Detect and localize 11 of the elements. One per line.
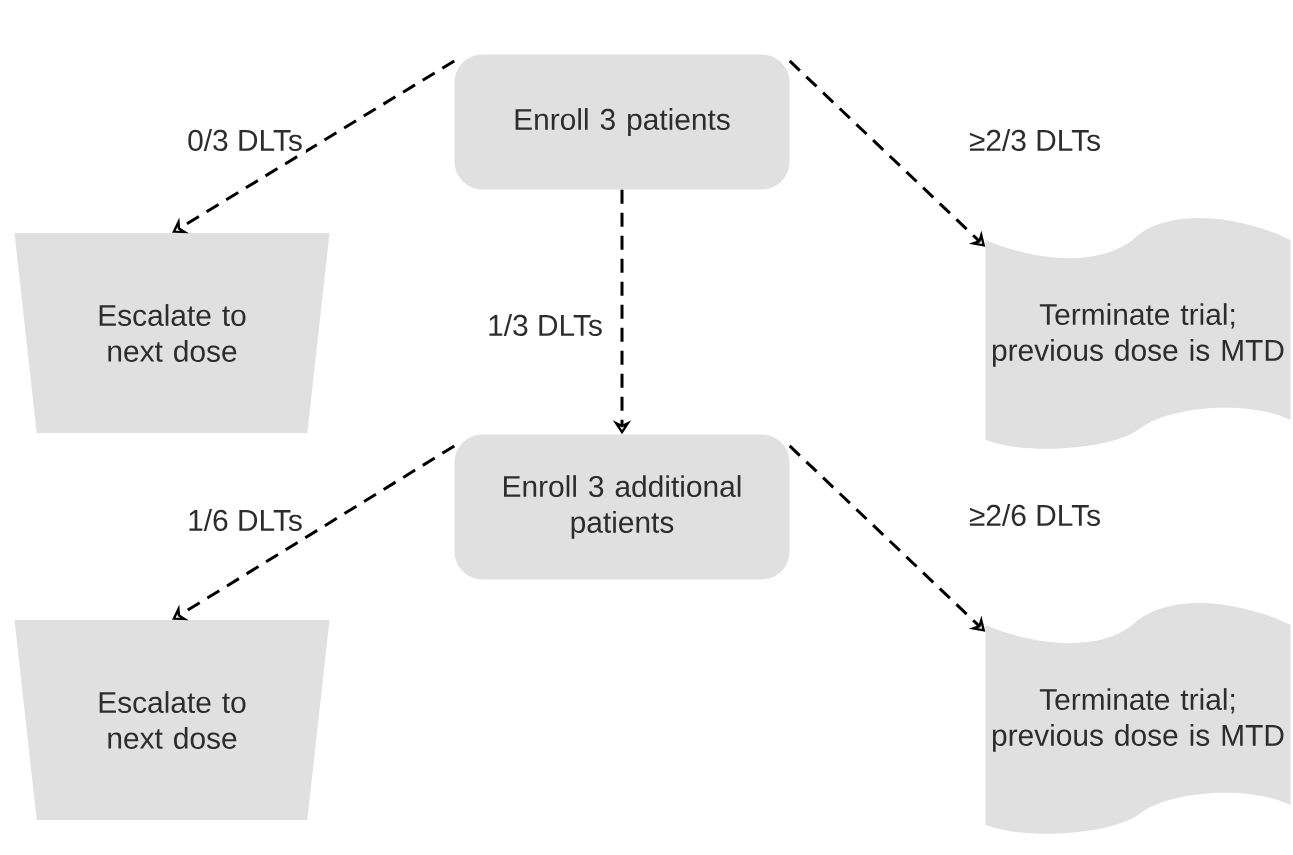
- edge-label: ≥2/3 DLTs: [965, 126, 1105, 154]
- arrow: [172, 59, 456, 234]
- trapezoid-box: Escalate to next dose: [14, 620, 330, 820]
- edge-label: 0/3 DLTs: [184, 126, 306, 154]
- trapezoid-box: Escalate to next dose: [14, 233, 330, 433]
- edge-label: 1/6 DLTs: [184, 506, 306, 534]
- edge-label: 1/3 DLTs: [484, 311, 606, 339]
- process-box: Enroll 3 patients: [454, 54, 790, 190]
- edge-label: ≥2/6 DLTs: [965, 501, 1105, 529]
- arrow: [172, 444, 456, 621]
- process-box: Enroll 3 additional patients: [454, 434, 790, 580]
